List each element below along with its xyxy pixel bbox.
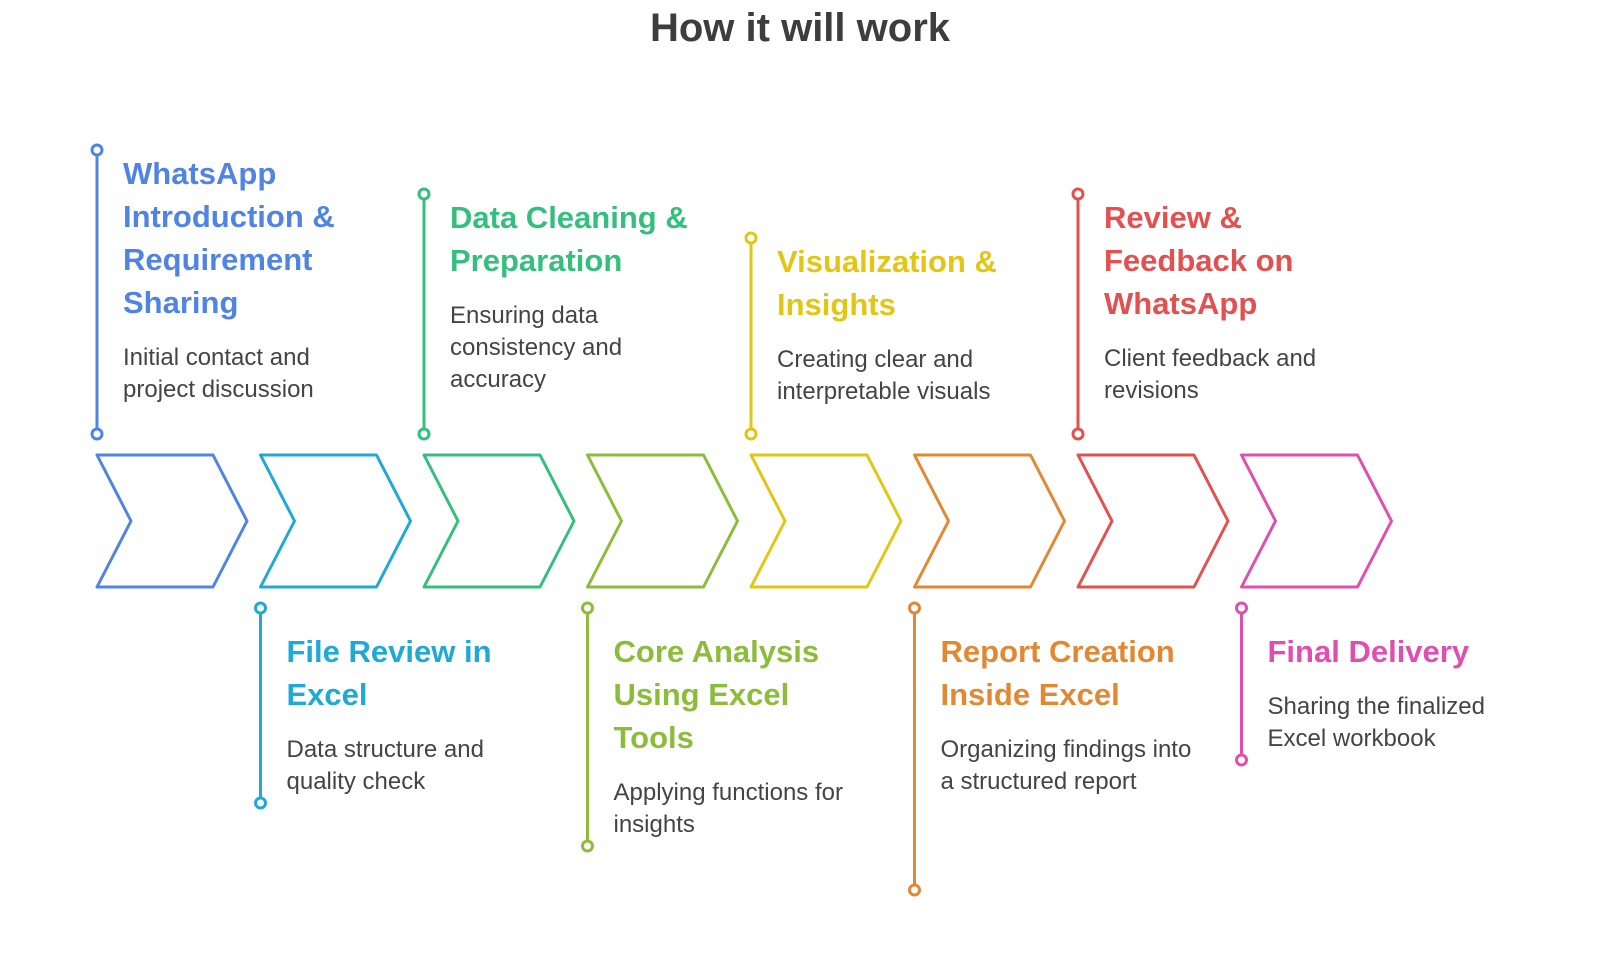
step-connector-dot-2-1: [254, 601, 267, 615]
step-title: File Review in Excel: [286, 634, 492, 712]
step-chevron-1: [95, 453, 249, 589]
step-connector-dot-3-2: [417, 427, 431, 441]
step-description: Creating clear and interpretable visuals: [777, 346, 991, 405]
step-description: Organizing findings into a structured re…: [940, 736, 1192, 795]
step-connector-dot-5-1: [744, 231, 758, 245]
step-description: Applying functions for insights: [613, 779, 843, 838]
step-title: WhatsApp Introduction & Requirement Shar…: [123, 156, 335, 320]
step-connector-dot-8-2: [1235, 753, 1248, 767]
step-connector-dot-7-2: [1071, 427, 1085, 441]
step-chevron-7: [1076, 453, 1230, 589]
step-connector-dot-2-2: [254, 796, 267, 810]
step-chevron-5: [749, 453, 903, 589]
step-description: Client feedback and revisions: [1104, 345, 1317, 404]
step-title: Visualization & Insights: [777, 244, 997, 322]
step-chevron-4: [586, 453, 739, 589]
step-title: Final Delivery: [1267, 634, 1470, 669]
step-title: Data Cleaning & Preparation: [450, 200, 688, 278]
step-chevron-3: [422, 453, 576, 589]
step-chevron-8: [1240, 453, 1393, 589]
step-title: Core Analysis Using Excel Tools: [613, 634, 820, 755]
step-connector-dot-6-2: [908, 883, 921, 897]
step-connector-dot-4-1: [581, 601, 594, 615]
page-title: How it will work: [649, 6, 951, 50]
step-description: Initial contact and project discussion: [123, 344, 314, 403]
step-chevron-2: [259, 453, 412, 589]
step-connector-dot-8-1: [1235, 601, 1248, 615]
step-connector-dot-1-2: [90, 427, 104, 441]
step-1: WhatsApp Introduction & Requirement Shar…: [123, 152, 378, 406]
step-connector-dot-3-1: [417, 187, 431, 201]
step-title: Review & Feedback on WhatsApp: [1104, 200, 1294, 321]
step-chevron-6: [913, 453, 1066, 589]
step-connector-dot-7-1: [1071, 187, 1085, 201]
step-connector-dot-4-2: [581, 839, 594, 853]
step-connector-dot-5-2: [744, 427, 758, 441]
step-description: Ensuring data consistency and accuracy: [450, 302, 623, 393]
step-description: Data structure and quality check: [286, 736, 484, 795]
step-title: Report Creation Inside Excel: [940, 634, 1175, 712]
step-connector-dot-1-1: [90, 143, 104, 157]
step-connector-dot-6-1: [908, 601, 921, 615]
step-description: Sharing the finalized Excel workbook: [1267, 693, 1485, 752]
